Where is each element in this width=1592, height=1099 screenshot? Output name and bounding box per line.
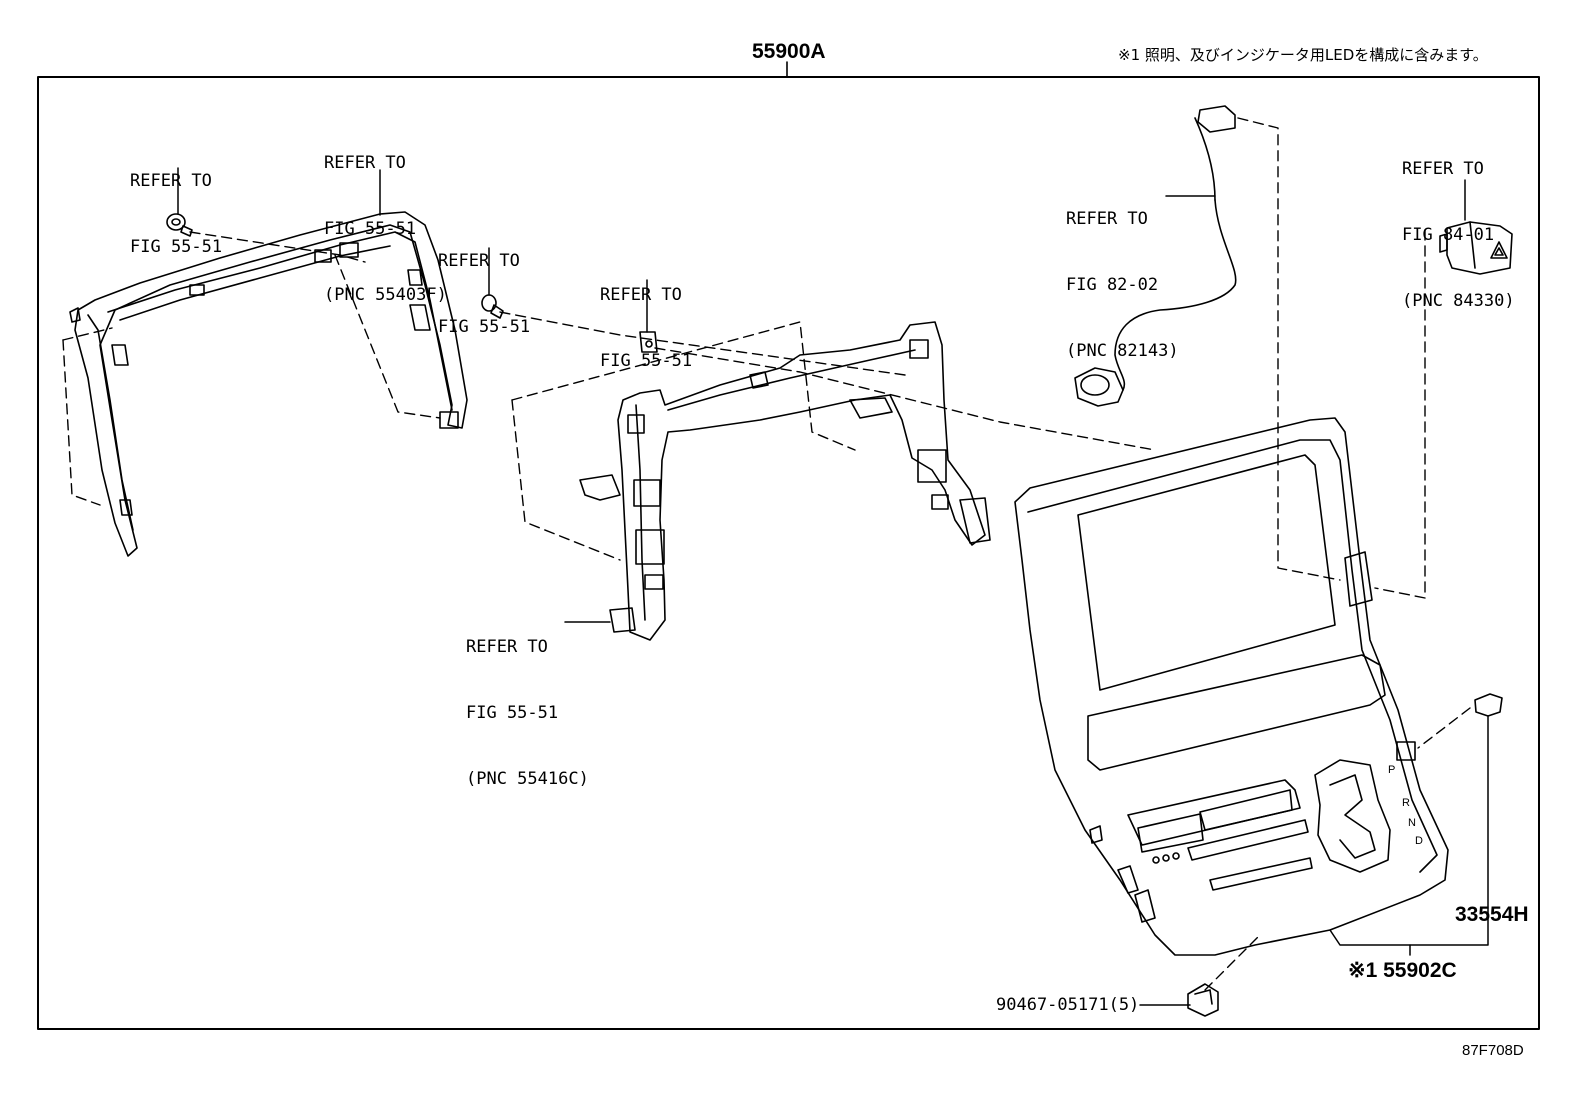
center-panel — [1014, 417, 1449, 956]
callout-line: REFER TO — [466, 637, 548, 657]
callout-line: FIG 84-01 — [1402, 225, 1495, 245]
callout-line: (PNC 55416C) — [466, 769, 589, 789]
callout-line: FIG 55-51 — [600, 351, 693, 371]
callout-line: (PNC 82143) — [1066, 341, 1179, 361]
climate-panel — [1127, 779, 1301, 846]
gate-label-r: R — [1402, 797, 1410, 809]
part-number-55900A: 55900A — [752, 40, 826, 63]
leader-33554 — [1329, 715, 1489, 946]
led-note: ※1 照明、及びインジケータ用LEDを構成に含みます。 — [1118, 46, 1488, 64]
callout-line: REFER TO — [438, 251, 520, 271]
gate-label-n: N — [1408, 817, 1416, 829]
callout-refer-c7: REFER TO FIG 55-51 (PNC 55416C) — [466, 592, 589, 812]
callout-refer-c3: REFER TO FIG 55-51 — [438, 206, 530, 360]
part-number-33554H: 33554H — [1455, 903, 1529, 926]
callout-line: FIG 55-51 — [438, 317, 531, 337]
callout-line: REFER TO — [130, 171, 212, 191]
callout-line: REFER TO — [600, 285, 682, 305]
callout-refer-c1: REFER TO FIG 55-51 — [130, 126, 222, 280]
gate-label-d: D — [1415, 835, 1423, 847]
storage-pocket — [1087, 654, 1386, 771]
callout-line: FIG 82-02 — [1066, 275, 1159, 295]
mounting-bracket — [579, 321, 991, 641]
wire-harness — [1074, 105, 1237, 407]
indicator-bulb — [1474, 693, 1503, 717]
illustration-code: 87F708D — [1462, 1042, 1524, 1059]
callout-refer-c5: REFER TO FIG 82-02 (PNC 82143) — [1066, 164, 1179, 384]
callout-line: REFER TO — [1402, 159, 1484, 179]
callout-line: REFER TO — [1066, 209, 1148, 229]
part-number-55902C: ※1 55902C — [1348, 959, 1457, 982]
callout-line: (PNC 84330) — [1402, 291, 1515, 311]
clip-bracket-top — [639, 331, 658, 353]
part-number-90467: 90467-05171(5) — [996, 995, 1140, 1015]
callout-refer-c4: REFER TO FIG 55-51 — [600, 240, 692, 394]
upper-trim-frame — [69, 211, 468, 557]
callout-line: FIG 55-51 — [324, 219, 417, 239]
clip-left — [166, 213, 193, 237]
shift-gate — [1314, 759, 1391, 873]
gate-label-p: P — [1388, 764, 1396, 776]
hazard-switch — [1439, 221, 1513, 275]
callout-refer-c6: REFER TO FIG 84-01 (PNC 84330) — [1402, 114, 1515, 334]
display-opening — [1077, 454, 1336, 691]
callout-line: FIG 55-51 — [466, 703, 559, 723]
callout-line: FIG 55-51 — [130, 237, 223, 257]
callout-line: REFER TO — [324, 153, 406, 173]
callout-refer-c2: REFER TO FIG 55-51 (PNC 55403F) — [324, 108, 447, 328]
diagram-border — [37, 76, 1540, 1030]
clip-nut — [1187, 983, 1219, 1017]
callout-line: (PNC 55403F) — [324, 285, 447, 305]
